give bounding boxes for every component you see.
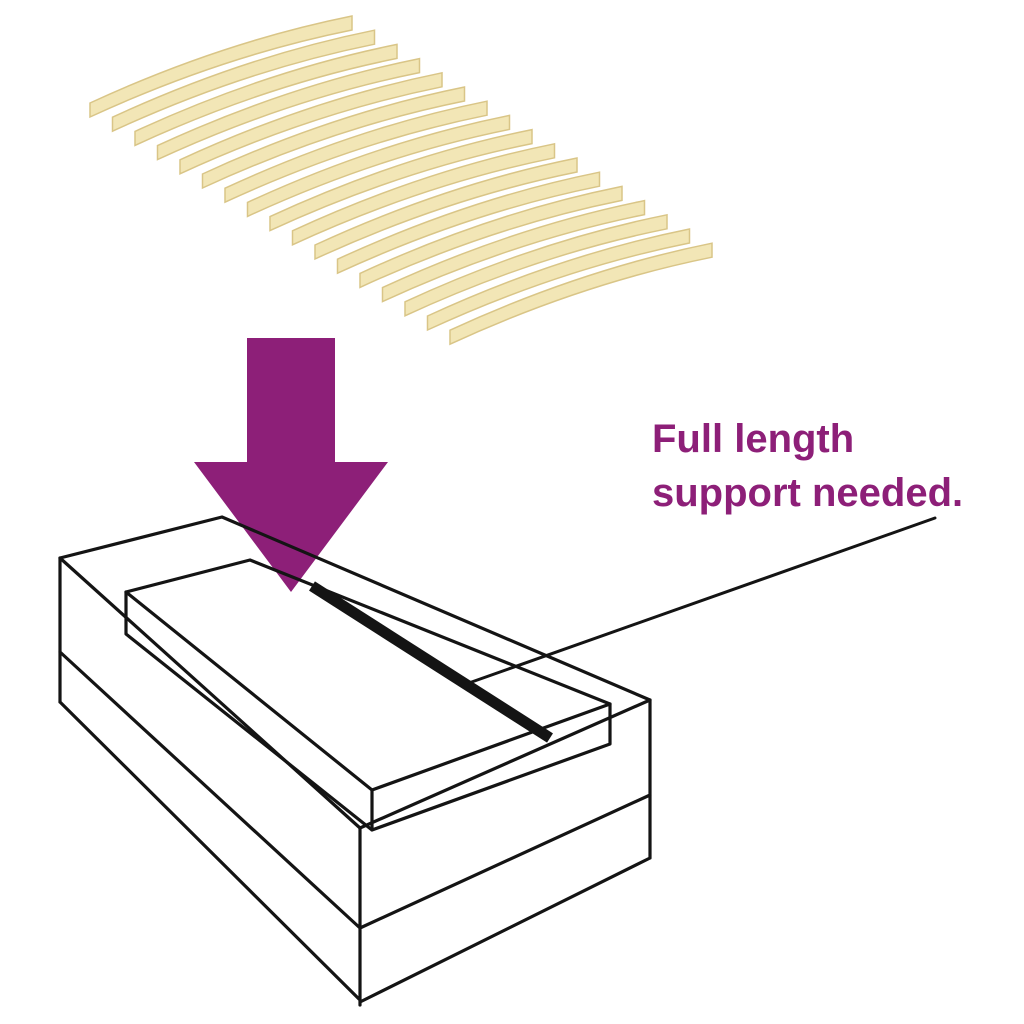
slat <box>201 86 466 190</box>
frame-rim-inner <box>124 558 612 792</box>
slat-group <box>89 15 713 346</box>
slat <box>449 242 713 346</box>
frame-rim-outer <box>58 515 652 830</box>
caption-text: Full length support needed. <box>652 417 963 515</box>
slat <box>246 114 511 218</box>
slat <box>134 43 398 147</box>
slat <box>381 199 646 303</box>
slat <box>426 228 691 332</box>
callout-line <box>464 516 937 686</box>
down-arrow-icon <box>194 338 388 592</box>
caption-line-1: Full length <box>652 417 854 461</box>
center-support-rail <box>309 581 553 743</box>
bed-frame-outline <box>58 515 652 1007</box>
slat <box>111 29 376 133</box>
slat <box>224 100 488 204</box>
slat <box>404 213 668 317</box>
frame-body-and-legs <box>58 556 652 1007</box>
slat <box>89 15 353 119</box>
slat <box>269 128 533 232</box>
frame-inner-cavity <box>124 590 612 832</box>
slat <box>179 71 443 175</box>
caption-line-2: support needed. <box>652 471 963 515</box>
slat <box>336 171 601 275</box>
slat <box>314 157 578 261</box>
slat <box>359 185 623 289</box>
slat <box>156 57 421 161</box>
slat <box>291 142 556 246</box>
